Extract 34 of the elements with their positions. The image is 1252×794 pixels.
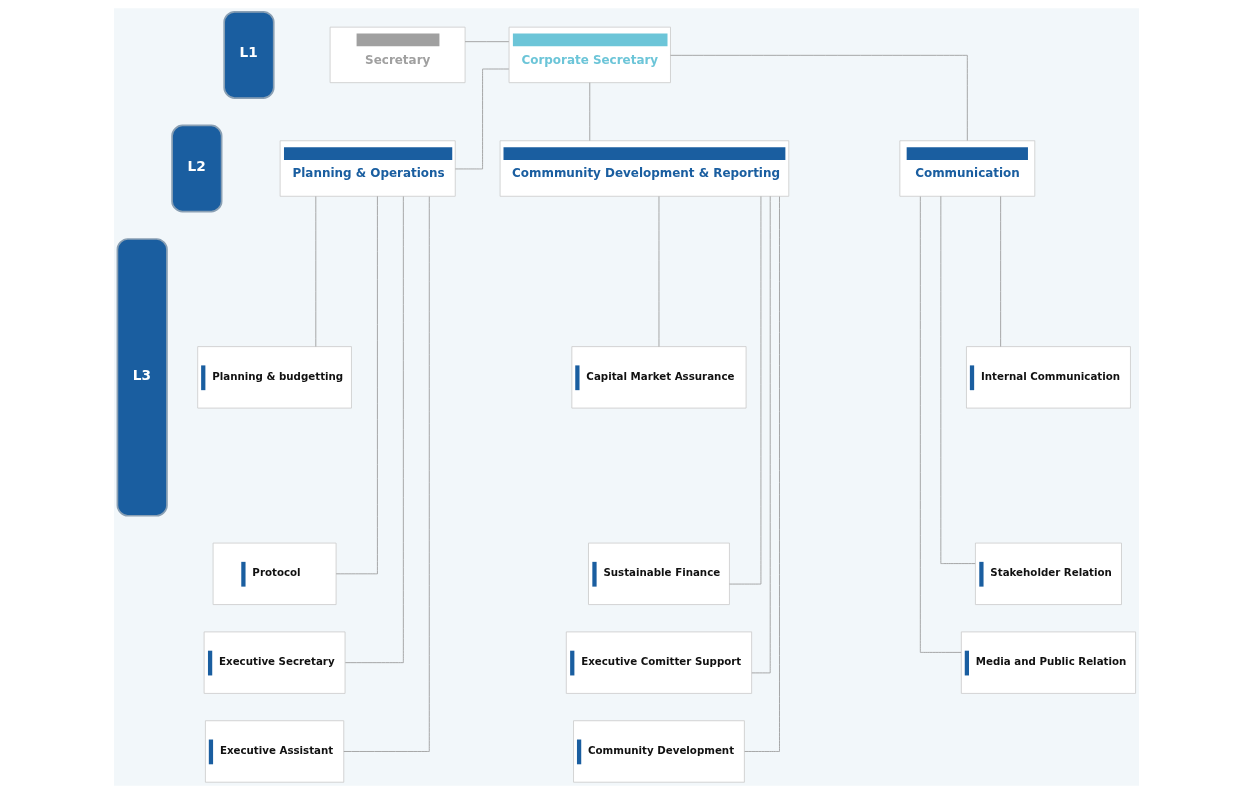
connector xyxy=(999,196,1001,347)
node-box: Communication xyxy=(898,140,1035,197)
node-box: Protocol xyxy=(212,542,336,605)
node-box: Executive Comitter Support xyxy=(565,631,752,694)
node-box: L2 xyxy=(170,124,222,213)
connector xyxy=(335,195,378,575)
connector xyxy=(314,196,316,347)
node-box: Executive Assistant xyxy=(204,720,344,783)
node-box: L3 xyxy=(116,238,168,517)
node-box: Sustainable Finance xyxy=(587,542,730,605)
connector xyxy=(342,196,430,752)
connector xyxy=(669,54,968,141)
connector xyxy=(743,196,780,752)
node-box: Planning & Operations xyxy=(279,140,456,197)
connector xyxy=(750,195,771,674)
node-box: Corporate Secretary xyxy=(508,26,671,84)
node-box: Commmunity Development & Reporting xyxy=(499,140,789,197)
node-box: Executive Secretary xyxy=(203,631,345,694)
node-box: Community Development xyxy=(572,720,745,783)
connector xyxy=(464,41,509,43)
connector xyxy=(454,68,509,170)
node-box: Stakeholder Relation xyxy=(974,542,1122,605)
connector xyxy=(658,196,659,347)
node-box: Planning & budgetting xyxy=(196,346,352,409)
connector xyxy=(939,195,976,564)
node-box: Internal Communication xyxy=(965,346,1131,409)
connector xyxy=(588,82,590,142)
connector xyxy=(344,196,404,664)
node-box: Media and Public Relation xyxy=(960,631,1136,694)
node-box: Secretary xyxy=(329,26,465,84)
node-box: Capital Market Assurance xyxy=(570,346,746,409)
connector xyxy=(728,196,761,585)
connector xyxy=(919,196,962,653)
node-box: L1 xyxy=(222,10,275,99)
